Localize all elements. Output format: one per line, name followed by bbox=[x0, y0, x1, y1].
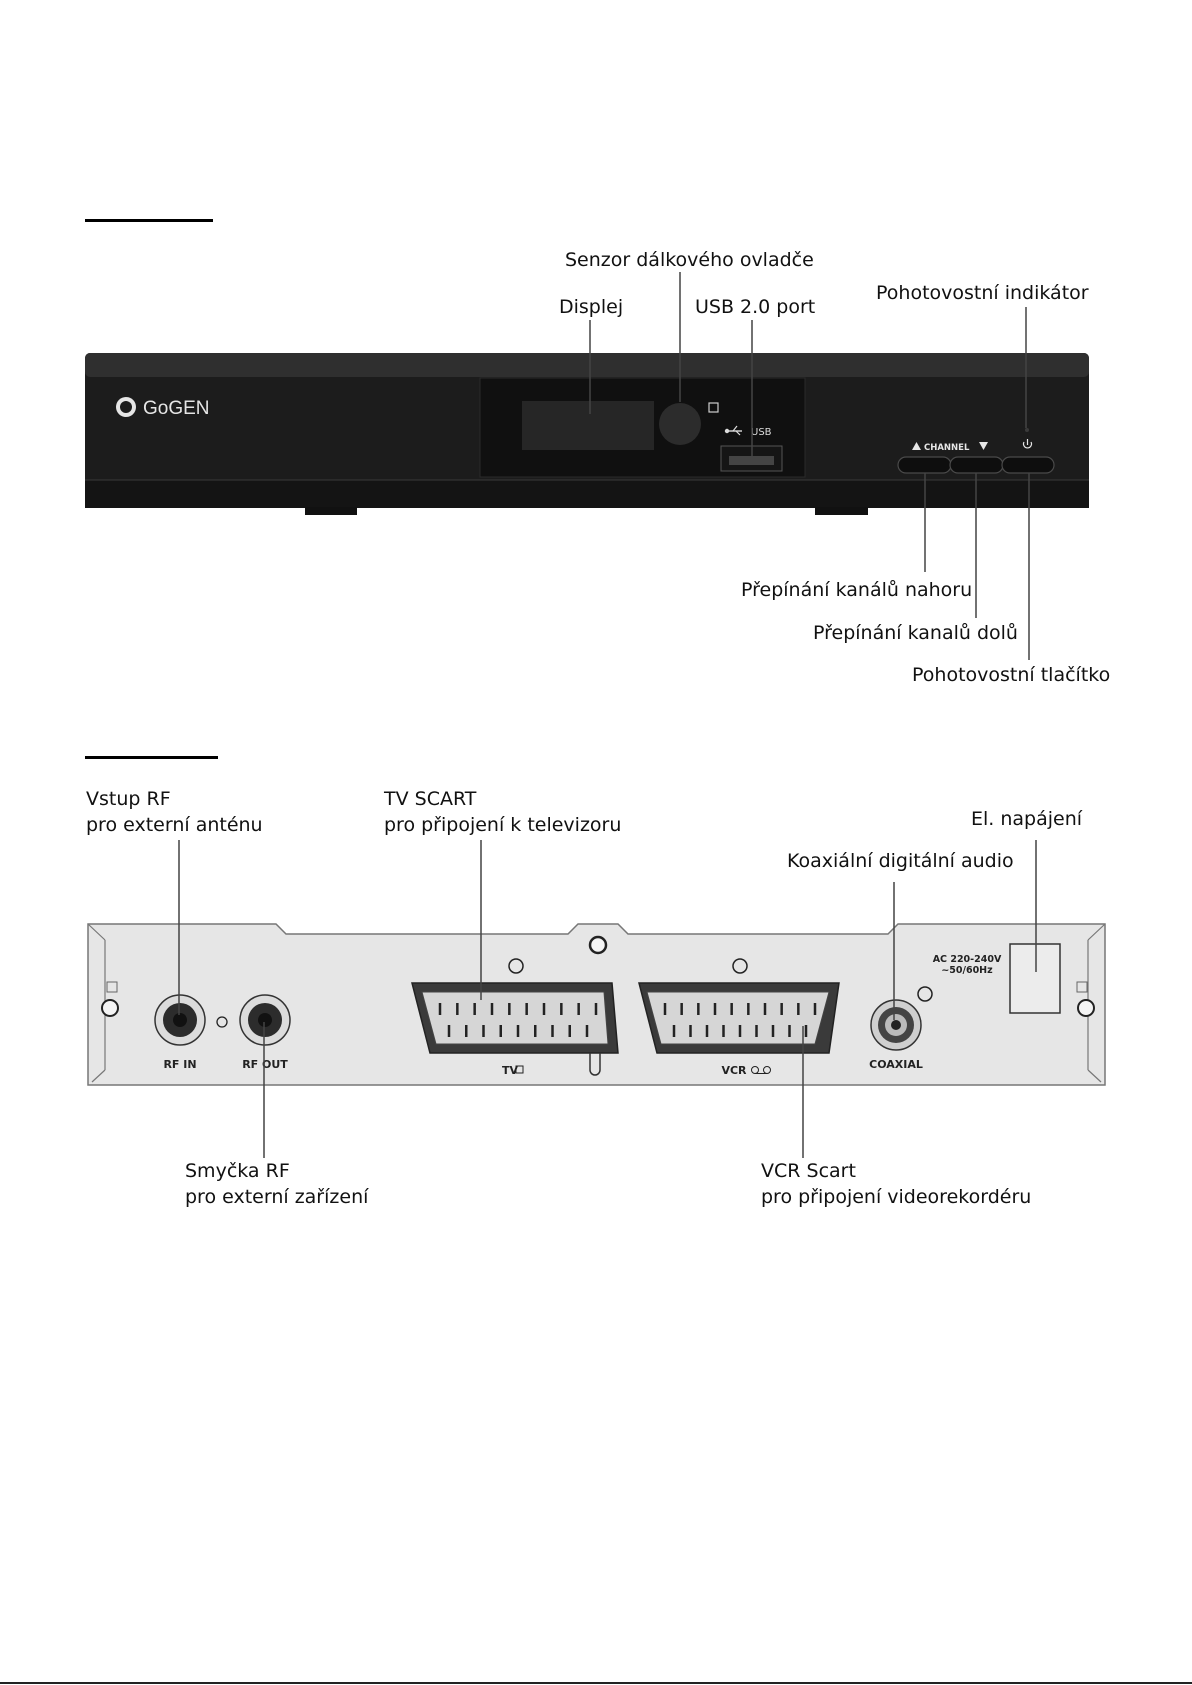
channel-up-arrow-icon bbox=[912, 442, 921, 450]
label-rf-out-line2: pro externí zařízení bbox=[185, 1186, 369, 1208]
channel-text: CHANNEL bbox=[924, 443, 970, 453]
vcr-icon bbox=[751, 1066, 771, 1074]
label-channel-down: Přepínání kanalů dolů bbox=[813, 622, 1018, 644]
coaxial-port[interactable] bbox=[870, 999, 922, 1051]
tv-scart-port[interactable] bbox=[411, 982, 619, 1076]
label-channel-up: Přepínání kanálů nahoru bbox=[741, 579, 973, 601]
power-rating-line2: ~50/60Hz bbox=[941, 965, 993, 976]
power-symbol-icon bbox=[1022, 439, 1033, 449]
channel-up-button[interactable] bbox=[897, 456, 952, 474]
label-vcr-scart: VCR Scart pro připojení videorekordéru bbox=[761, 1158, 1031, 1210]
rear-leader-lines bbox=[178, 840, 1037, 1158]
label-tv-scart: TV SCART pro připojení k televizoru bbox=[384, 786, 621, 838]
coaxial-text: COAXIAL bbox=[869, 1058, 923, 1071]
bottom-rule bbox=[0, 1682, 1192, 1684]
ir-icon bbox=[708, 402, 719, 413]
front-section-rule bbox=[85, 219, 213, 222]
rf-in-port[interactable] bbox=[154, 994, 206, 1046]
label-standby-indicator: Pohotovostní indikátor bbox=[876, 282, 1089, 304]
usb-text: USB bbox=[751, 427, 772, 438]
display bbox=[522, 401, 654, 450]
label-standby-button: Pohotovostní tlačítko bbox=[912, 664, 1111, 686]
tv-icon bbox=[515, 1065, 524, 1074]
rear-section-rule bbox=[85, 756, 218, 759]
usb-symbol-icon bbox=[724, 425, 742, 436]
label-rf-out: Smyčka RF pro externí zařízení bbox=[185, 1158, 368, 1210]
label-remote-sensor: Senzor dálkového ovladče bbox=[565, 249, 814, 271]
power-cord bbox=[1009, 943, 1061, 1014]
rf-out-text: RF OUT bbox=[242, 1058, 288, 1071]
brand-name: GoGEN bbox=[143, 398, 210, 419]
standby-button[interactable] bbox=[1001, 456, 1055, 474]
tv-text: TV bbox=[502, 1064, 519, 1077]
power-rating-line1: AC 220-240V bbox=[933, 954, 1002, 965]
label-rf-in-line1: Vstup RF bbox=[86, 788, 171, 810]
label-display: Displej bbox=[559, 296, 624, 318]
label-tv-scart-line2: pro připojení k televizoru bbox=[384, 814, 622, 836]
label-coaxial: Koaxiální digitální audio bbox=[787, 850, 1014, 872]
label-rf-in: Vstup RF pro externí anténu bbox=[86, 786, 263, 838]
channel-down-arrow-icon bbox=[979, 442, 988, 450]
rf-out-port[interactable] bbox=[239, 994, 291, 1046]
vcr-scart-port[interactable] bbox=[638, 982, 840, 1054]
front-panel: GoGEN USB CHANNEL bbox=[85, 353, 1089, 515]
rear-panel: RF IN RF OUT TV VCR COAXIAL AC 220-240V … bbox=[87, 923, 1106, 1086]
channel-down-button[interactable] bbox=[949, 456, 1004, 474]
front-leader-lines bbox=[589, 272, 1030, 660]
brand-logo: GoGEN bbox=[116, 397, 210, 419]
label-usb-port: USB 2.0 port bbox=[695, 296, 816, 318]
label-power: El. napájení bbox=[971, 808, 1083, 830]
label-vcr-scart-line1: VCR Scart bbox=[761, 1160, 856, 1182]
remote-sensor bbox=[659, 403, 701, 445]
label-rf-in-line2: pro externí anténu bbox=[86, 814, 263, 836]
vcr-text: VCR bbox=[721, 1064, 747, 1077]
rf-in-text: RF IN bbox=[163, 1058, 196, 1071]
standby-led bbox=[1025, 428, 1029, 432]
label-vcr-scart-line2: pro připojení videorekordéru bbox=[761, 1186, 1032, 1208]
label-tv-scart-line1: TV SCART bbox=[384, 788, 477, 810]
label-rf-out-line1: Smyčka RF bbox=[185, 1160, 290, 1182]
